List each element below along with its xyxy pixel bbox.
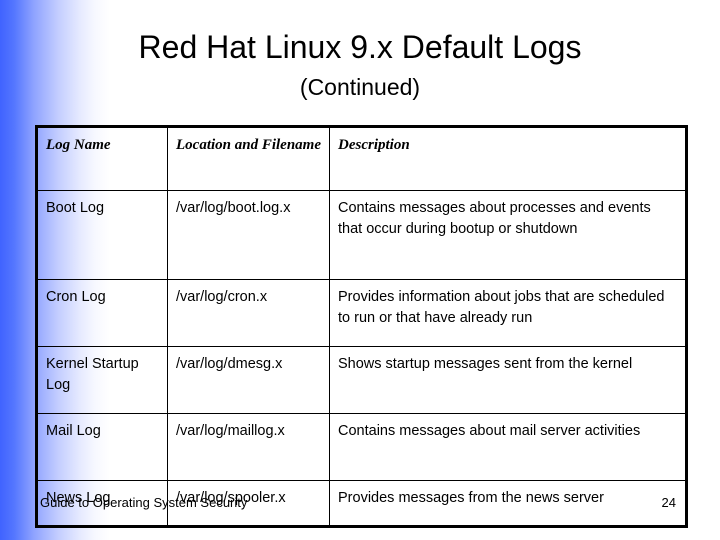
page-title: Red Hat Linux 9.x Default Logs	[138, 29, 582, 65]
table-header: Log Name Location and Filename Descripti…	[36, 126, 687, 191]
cell-location: /var/log/boot.log.x	[167, 190, 330, 280]
cell-description: Contains messages about mail server acti…	[329, 413, 687, 481]
column-header-location: Location and Filename	[167, 126, 330, 191]
cell-location: /var/log/spooler.x	[167, 480, 330, 527]
footer-source-text: Guide to Operating System Security	[40, 495, 248, 510]
cell-description: Provides information about jobs that are…	[329, 279, 687, 347]
table-row: Boot Log /var/log/boot.log.x Contains me…	[36, 190, 687, 280]
page-number: 24	[661, 495, 676, 510]
cell-description: Shows startup messages sent from the ker…	[329, 346, 687, 414]
table-header-row: Log Name Location and Filename Descripti…	[36, 126, 687, 191]
column-header-description: Description	[329, 126, 687, 191]
cell-location: /var/log/maillog.x	[167, 413, 330, 481]
default-logs-table: Log Name Location and Filename Descripti…	[35, 125, 688, 528]
cell-log-name: Boot Log	[36, 190, 168, 280]
cell-log-name: Cron Log	[36, 279, 168, 347]
table-row: News Log /var/log/spooler.x Provides mes…	[36, 480, 687, 527]
cell-log-name: Mail Log	[36, 413, 168, 481]
cell-description: Contains messages about processes and ev…	[329, 190, 687, 280]
slide-footer: Guide to Operating System Security 24	[40, 494, 684, 512]
cell-description: Provides messages from the news server	[329, 480, 687, 527]
column-header-log-name: Log Name	[36, 126, 168, 191]
cell-log-name: News Log	[36, 480, 168, 527]
log-table-container: Log Name Location and Filename Descripti…	[35, 125, 688, 528]
cell-location: /var/log/cron.x	[167, 279, 330, 347]
page-subtitle: (Continued)	[299, 74, 421, 100]
table-row: Kernel Startup Log /var/log/dmesg.x Show…	[36, 346, 687, 414]
table-body: Boot Log /var/log/boot.log.x Contains me…	[36, 190, 687, 527]
table-row: Cron Log /var/log/cron.x Provides inform…	[36, 279, 687, 347]
cell-location: /var/log/dmesg.x	[167, 346, 330, 414]
title-block: Red Hat Linux 9.x Default Logs (Continue…	[0, 28, 720, 101]
table-row: Mail Log /var/log/maillog.x Contains mes…	[36, 413, 687, 481]
cell-log-name: Kernel Startup Log	[36, 346, 168, 414]
